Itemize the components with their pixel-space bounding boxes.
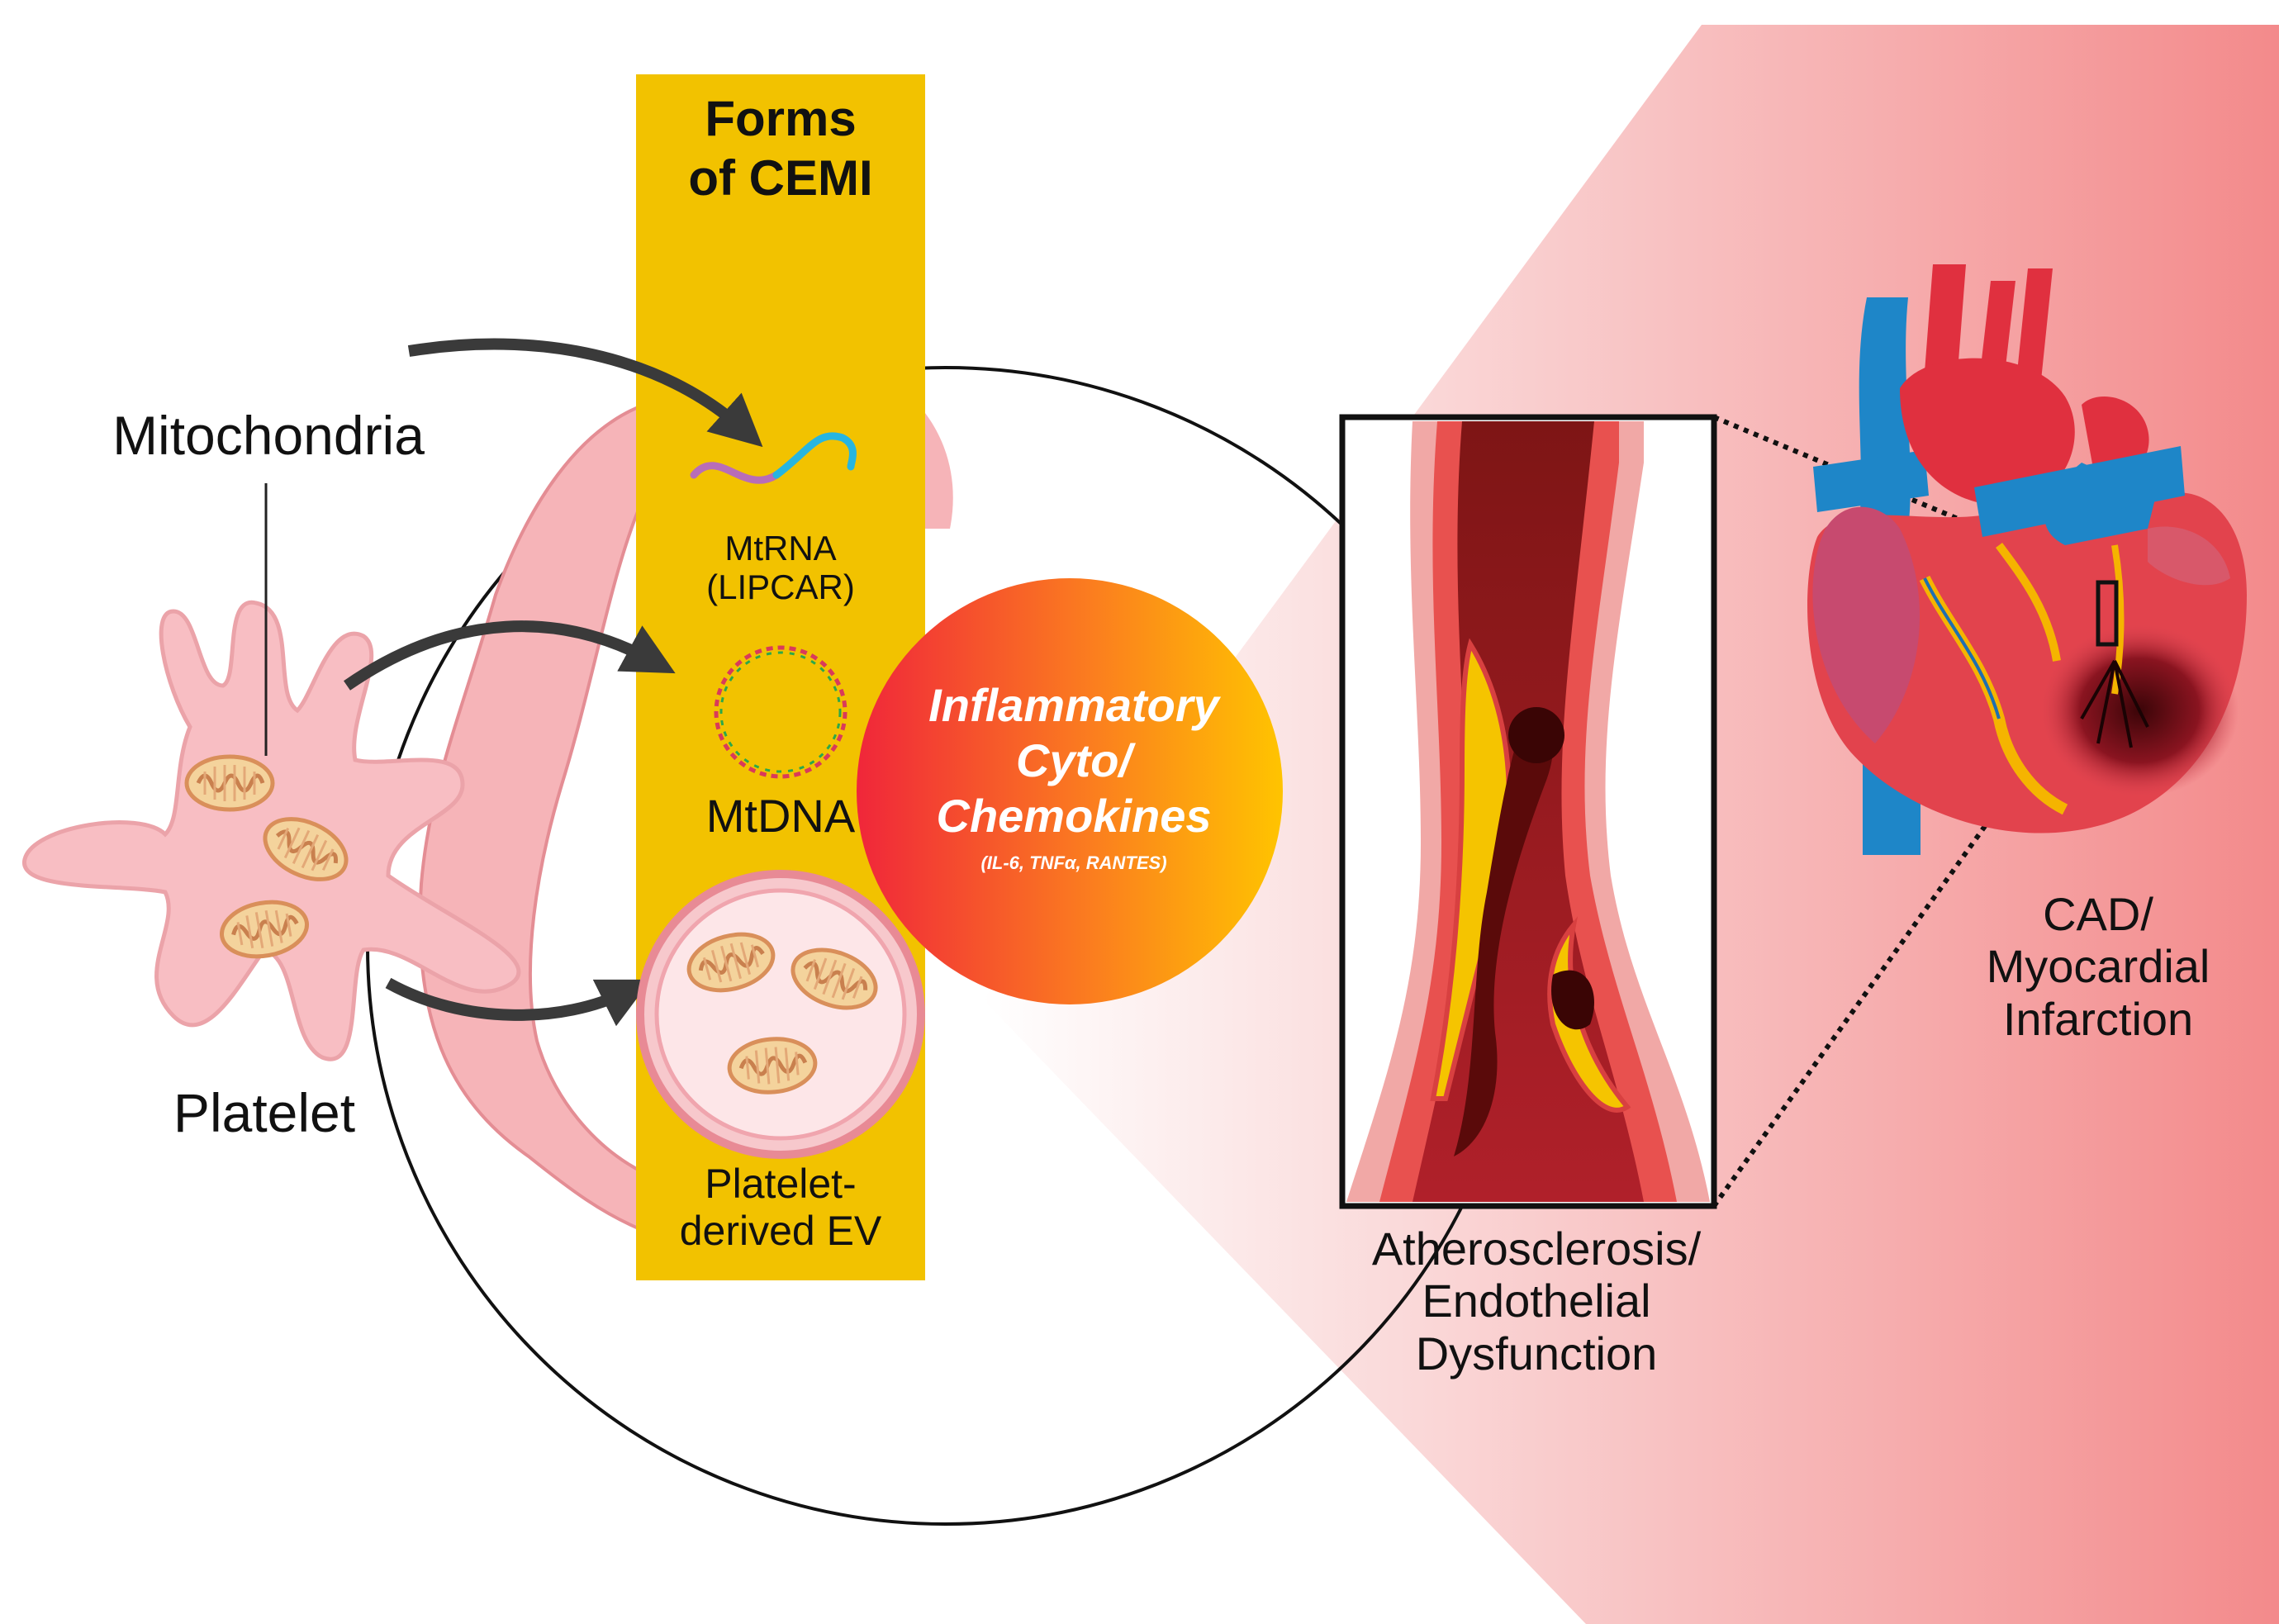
rna-strand-icon <box>690 432 857 484</box>
mitochondria-label: Mitochondria <box>112 405 425 466</box>
extracellular-vesicle-icon <box>636 870 925 1159</box>
platelet-label: Platelet <box>173 1082 356 1143</box>
arrow-icon <box>385 977 652 1027</box>
connector-bottom <box>1712 643 2117 1208</box>
blood-vessel-right <box>925 413 953 529</box>
forms-of-cemi-title: Forms of CEMI <box>688 91 873 206</box>
platelet-derived-ev-label: Platelet- derived EV <box>679 1161 882 1254</box>
inflammatory-cytokines-label: Inflammatory Cyto/ Chemokines (IL-6, TNF… <box>876 677 1272 874</box>
platelet-illustration <box>22 601 521 1061</box>
artery-plaque-illustration <box>1339 414 1717 1209</box>
cad-mi-label: CAD/ Myocardial Infarction <box>1986 888 2210 1045</box>
inflammatory-bubble <box>857 578 1283 1004</box>
mtdna-label: MtDNA <box>705 790 856 842</box>
atherosclerosis-label: Atherosclerosis/ Endothelial Dysfunction <box>1371 1223 1702 1379</box>
circular-dna-icon <box>714 645 848 779</box>
arrow-icon <box>344 620 676 691</box>
cytokine-examples: (IL-6, TNFα, RANTES) <box>980 852 1167 873</box>
blood-vessel <box>418 402 646 1233</box>
arrow-icon <box>407 338 763 448</box>
heart-illustration <box>1807 264 2247 855</box>
mtrna-label: MtRNA (LIPCAR) <box>706 529 855 607</box>
